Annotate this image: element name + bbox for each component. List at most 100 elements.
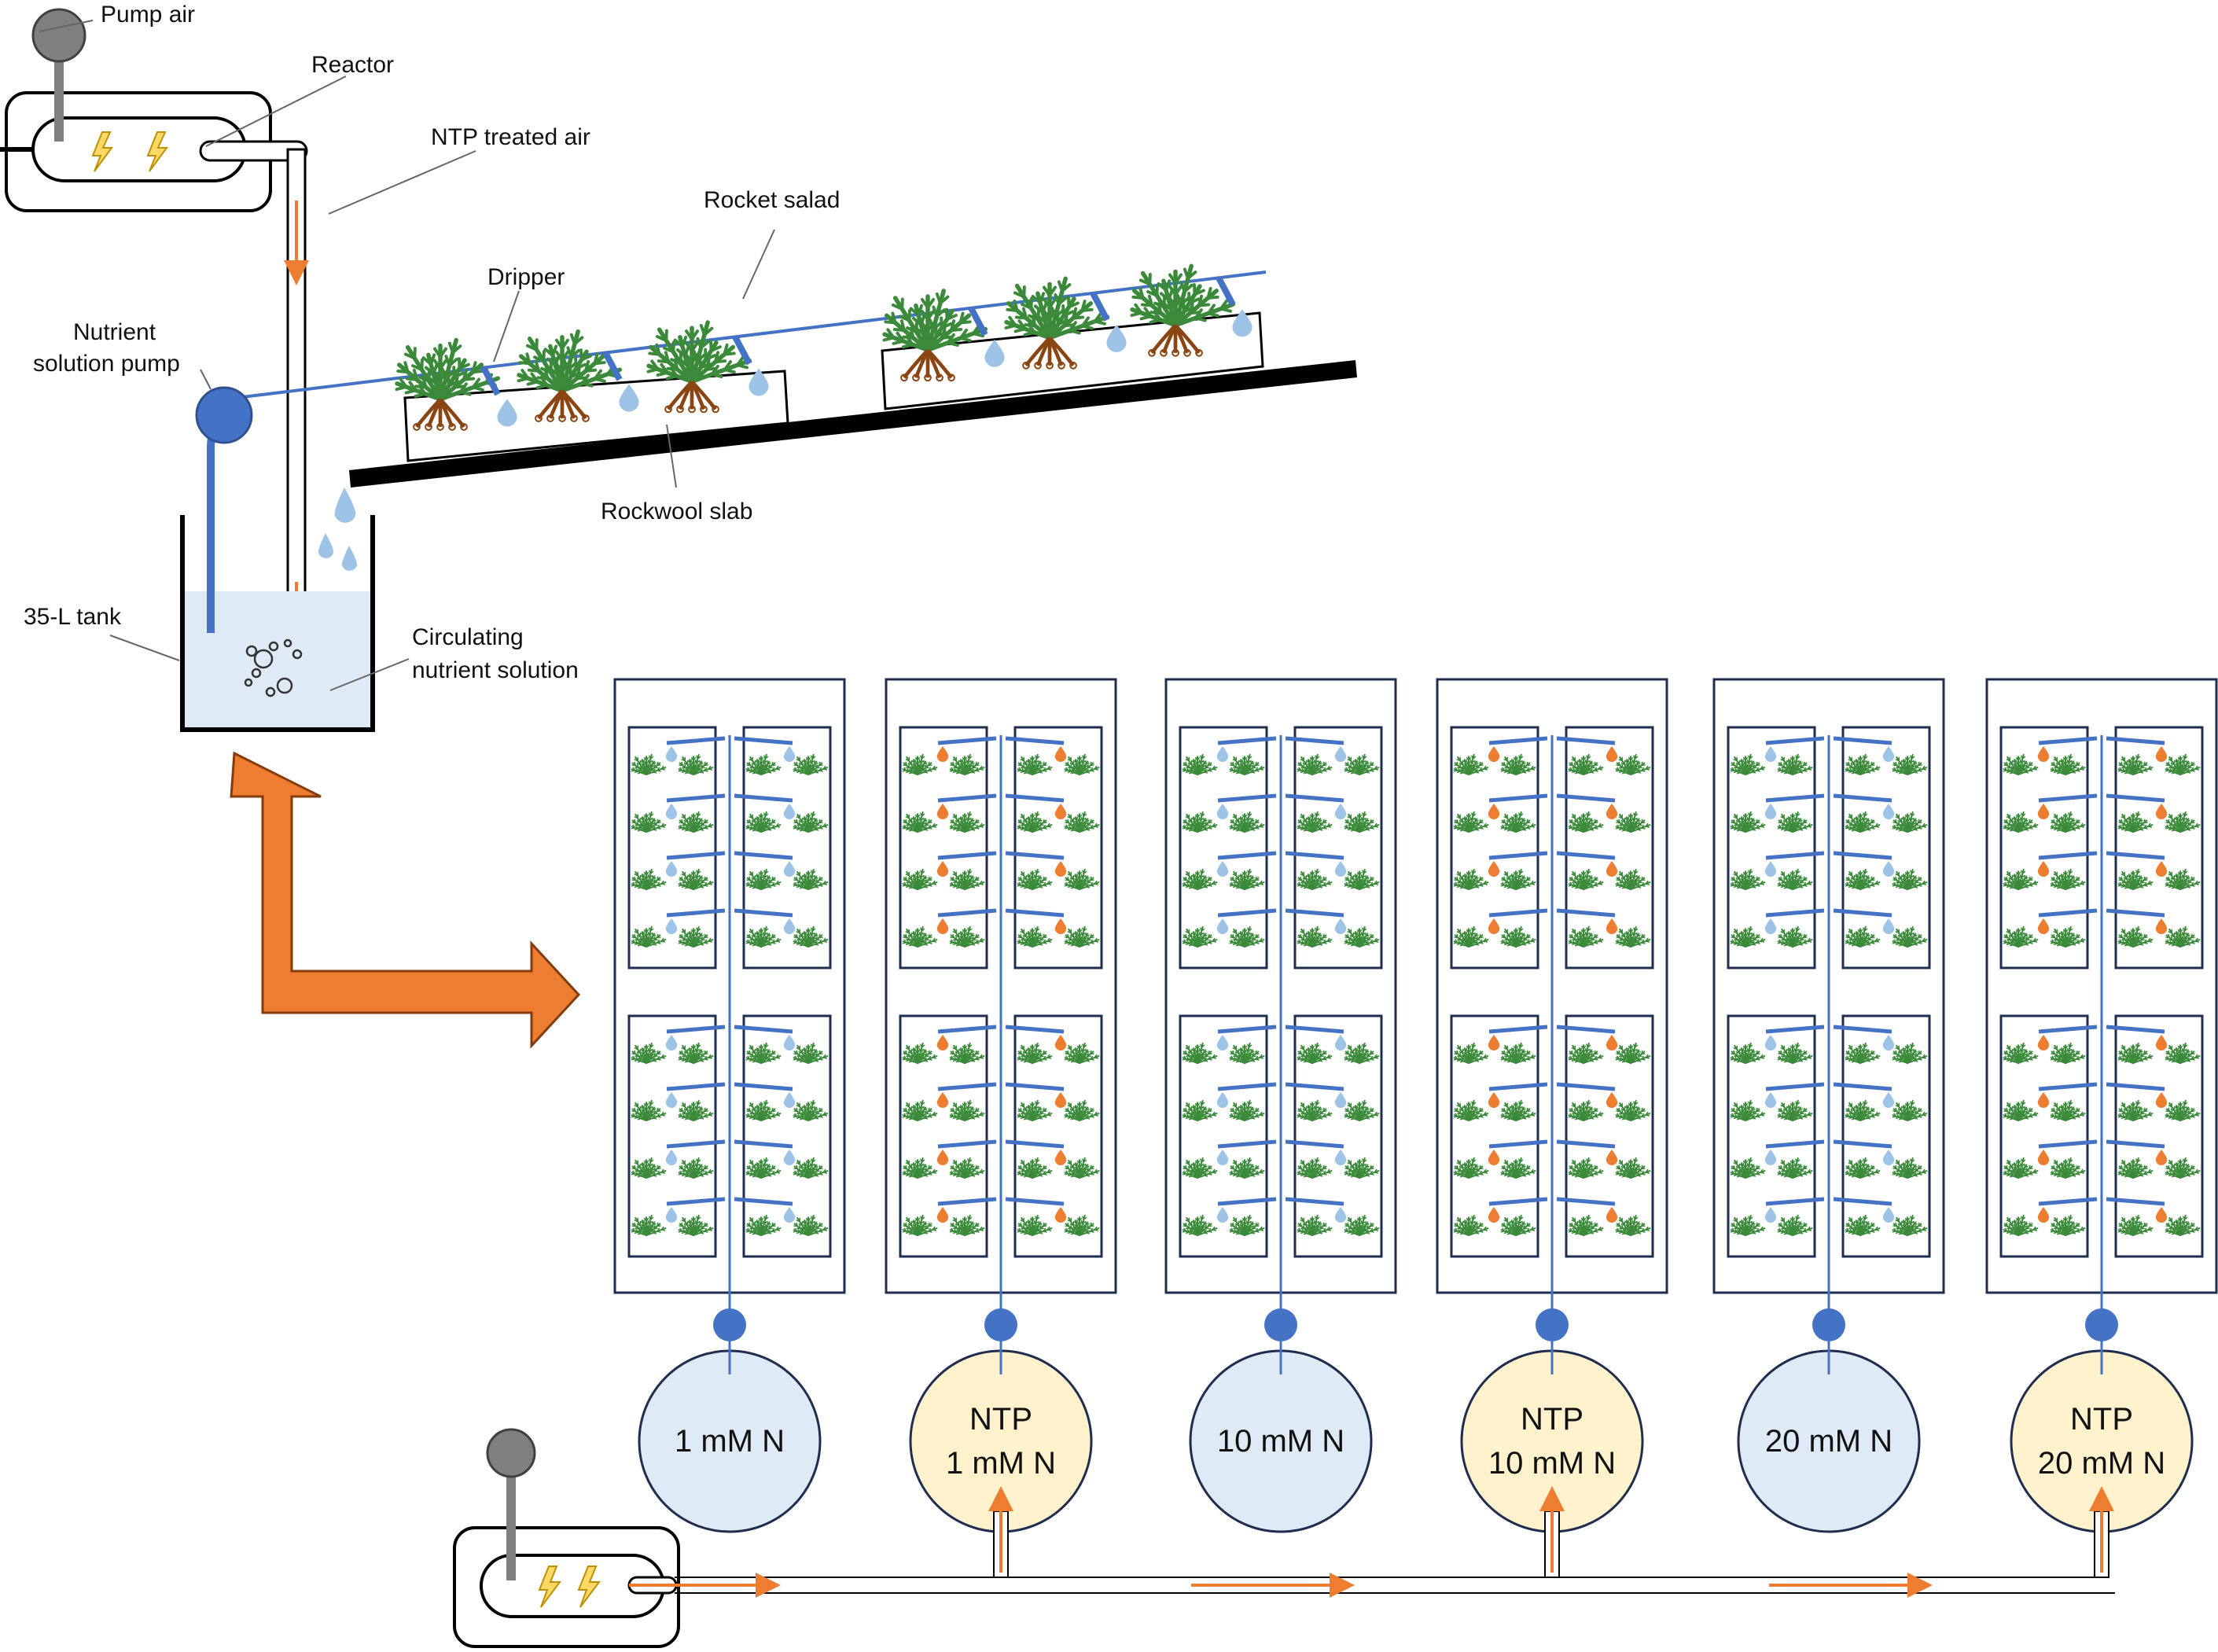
leaflet — [905, 1059, 910, 1061]
leaflet — [636, 1166, 641, 1169]
leaflet — [771, 876, 774, 881]
leaflet — [1050, 306, 1058, 319]
leaflet — [549, 367, 560, 377]
leaflet — [908, 944, 914, 947]
leaflet — [396, 370, 410, 374]
leaflet — [637, 1117, 642, 1120]
leaflet — [822, 765, 826, 770]
leaflet — [1023, 886, 1028, 889]
water-drop-icon — [1106, 324, 1127, 352]
leaflet — [892, 339, 905, 345]
root-tip — [1172, 348, 1179, 357]
leaflet — [447, 341, 454, 355]
leaflet — [949, 884, 955, 887]
leaflet — [679, 358, 690, 368]
label-reactor: Reactor — [311, 52, 394, 78]
leaflet — [803, 1109, 807, 1113]
leaflet — [771, 1050, 774, 1055]
leaflet — [1067, 1117, 1072, 1119]
leaflet — [704, 1055, 708, 1060]
water-drop-icon — [783, 1207, 796, 1223]
leaflet — [637, 829, 642, 832]
bubble-icon — [292, 649, 303, 660]
plant-icon — [745, 1042, 782, 1064]
leaflet — [818, 824, 822, 829]
leaflet — [683, 878, 688, 881]
leaflet — [815, 1052, 818, 1058]
bench-surface — [349, 360, 1357, 488]
leaflet — [638, 938, 643, 942]
leaflet — [657, 761, 659, 767]
leaflet — [812, 767, 815, 771]
leaflet — [657, 1113, 660, 1117]
leaflet — [749, 771, 754, 773]
leaflet — [771, 824, 775, 829]
leaflet — [753, 1054, 758, 1058]
leaflet — [756, 1109, 760, 1113]
leaflet — [809, 932, 812, 936]
leaflet — [710, 364, 719, 376]
leaflet — [684, 944, 690, 947]
leaflet — [758, 871, 762, 876]
leaflet — [818, 1050, 821, 1055]
leaflet — [694, 874, 697, 879]
leaflet — [765, 824, 767, 829]
leaflet — [657, 1107, 659, 1113]
water-drop-icon — [665, 1150, 678, 1165]
leaflet — [1159, 292, 1171, 302]
leaflet — [533, 355, 546, 363]
leaflet — [751, 878, 756, 881]
leaflet — [690, 1102, 694, 1107]
leaflet — [708, 937, 712, 942]
dripper-icon — [732, 335, 752, 366]
leaflet — [526, 380, 539, 386]
leaflet — [701, 936, 703, 941]
leaflet — [763, 1101, 767, 1106]
leaflet — [756, 935, 760, 940]
leaflet — [683, 763, 688, 766]
leaflet — [631, 1058, 636, 1061]
leaflet — [699, 826, 703, 830]
leaflet — [1054, 293, 1061, 306]
leaflet — [646, 367, 660, 373]
leaflet — [909, 307, 920, 317]
water-drop-icon — [665, 804, 678, 819]
leaflet — [646, 1109, 649, 1114]
leaflet — [928, 318, 936, 331]
leaflet — [799, 1117, 804, 1120]
leaflet — [555, 350, 564, 362]
leaflet — [652, 826, 656, 830]
leaflet — [809, 1106, 812, 1110]
leaflet — [681, 931, 686, 934]
leaflet — [697, 824, 700, 829]
leaflet — [693, 1109, 697, 1114]
leaflet — [653, 936, 656, 941]
leaflet — [657, 876, 659, 881]
leaflet — [758, 1110, 762, 1115]
leaflet — [822, 937, 826, 942]
leaflet — [681, 874, 686, 877]
plant-icon — [882, 289, 988, 352]
leaflet — [745, 884, 751, 887]
leaflet — [593, 369, 602, 381]
root-tip — [1195, 348, 1203, 357]
leaflet — [805, 1049, 809, 1054]
water-drop-icon — [783, 861, 796, 877]
leaflet — [648, 351, 661, 356]
leaflet — [1064, 1172, 1069, 1176]
leaflet — [809, 817, 812, 822]
leaflet — [687, 760, 691, 763]
leaflet — [646, 878, 649, 883]
leaflet — [796, 1174, 801, 1176]
leaflet — [1033, 304, 1045, 315]
leaflet — [649, 1101, 652, 1106]
leaflet — [756, 1051, 760, 1056]
leaflet — [768, 821, 771, 826]
leaflet — [681, 1047, 686, 1050]
leaflet — [704, 876, 706, 881]
lateral-pipe — [666, 736, 726, 745]
leaflet — [805, 1106, 809, 1111]
leaflet — [902, 884, 907, 887]
leaflet — [1043, 297, 1051, 309]
leader-line — [328, 150, 476, 215]
